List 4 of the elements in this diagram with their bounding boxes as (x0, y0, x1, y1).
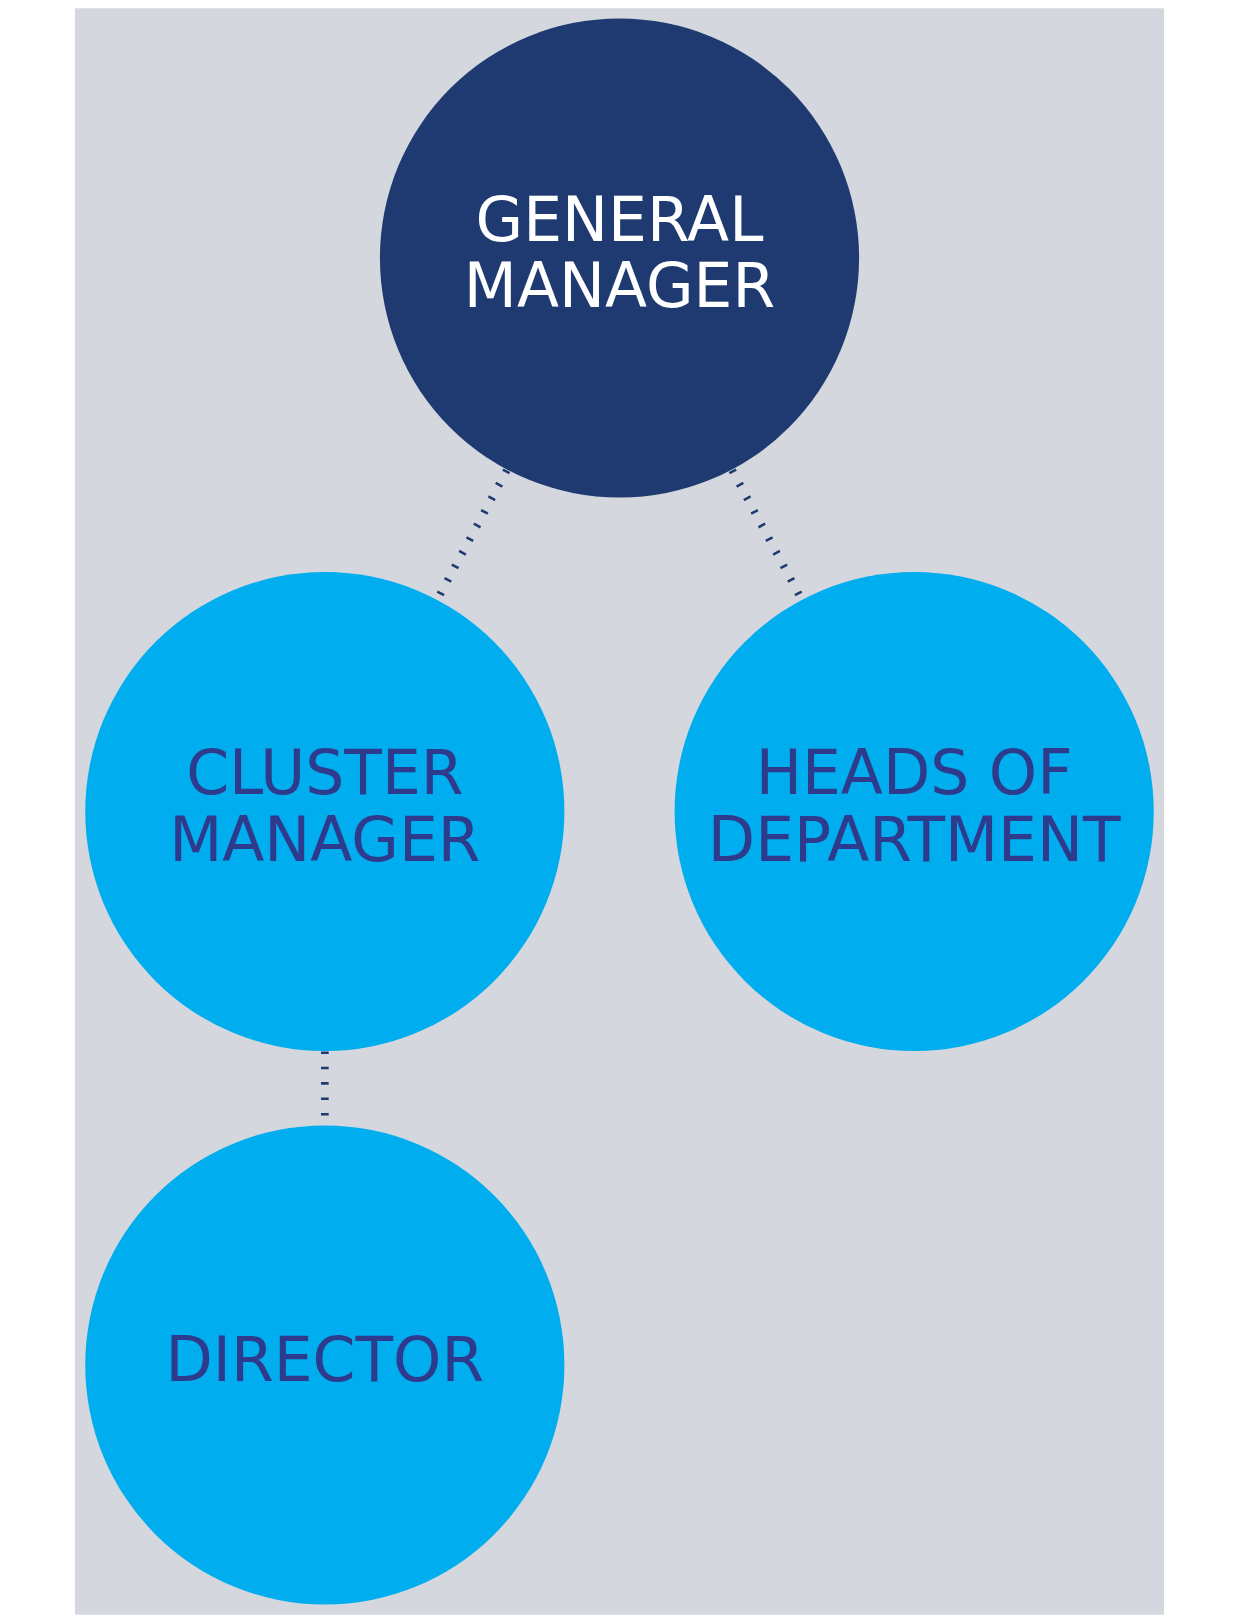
node-circle: HEADS OF DEPARTMENT (674, 571, 1154, 1052)
node-circle: GENERAL MANAGER (379, 18, 860, 498)
node-circle: CLUSTER MANAGER (85, 571, 565, 1052)
node-circle: DIRECTOR (85, 1125, 565, 1605)
